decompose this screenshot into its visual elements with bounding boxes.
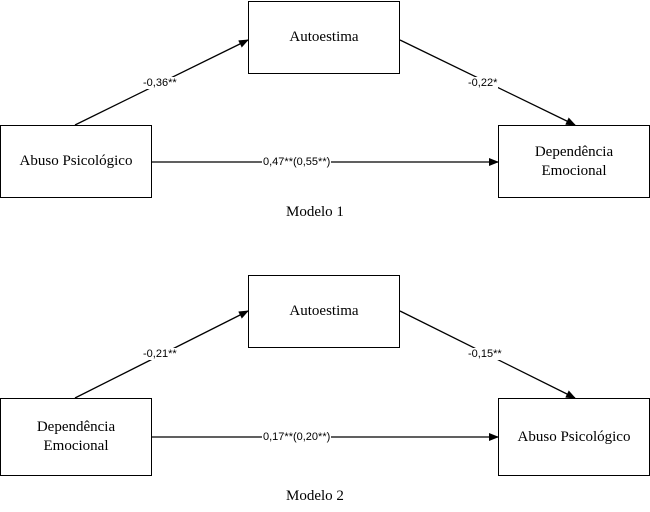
model1-node-right-line1: Dependência (534, 143, 614, 160)
model1-node-autoestima: Autoestima (248, 1, 400, 74)
model1-path-b-coefficient: -0,22* (467, 77, 499, 89)
model2-path-b-coefficient: -0,15** (467, 348, 503, 360)
model1-node-abuso-psicologico: Abuso Psicológico (0, 125, 152, 198)
model1-node-top-line1: Autoestima (289, 29, 359, 45)
model2-node-right-line1: Abuso Psicológico (517, 428, 631, 445)
model2-node-left-line1: Dependência (36, 419, 116, 435)
model2-node-left-line2: Emocional (43, 438, 109, 454)
model2-node-autoestima: Autoestima (248, 275, 400, 348)
model1-node-left-line1: Abuso Psicológico (19, 153, 133, 169)
model2-caption: Modelo 2 (286, 488, 344, 504)
model1-node-dependencia-emocional: Dependência Emocional (498, 125, 650, 198)
model2-node-dependencia-emocional: Dependência Emocional (0, 398, 152, 476)
model2-path-a-coefficient: -0,21** (142, 348, 178, 360)
model1-node-right-line2: Emocional (541, 162, 607, 179)
model2-path-c-coefficient: 0,17**(0,20**) (262, 431, 332, 443)
model2-node-top-line1: Autoestima (289, 303, 359, 319)
model2-node-abuso-psicologico: Abuso Psicológico (498, 398, 650, 476)
model1-path-c-coefficient: 0,47**(0,55**) (262, 156, 332, 168)
model1-caption: Modelo 1 (286, 204, 344, 220)
model1-path-a-coefficient: -0,36** (142, 77, 178, 89)
